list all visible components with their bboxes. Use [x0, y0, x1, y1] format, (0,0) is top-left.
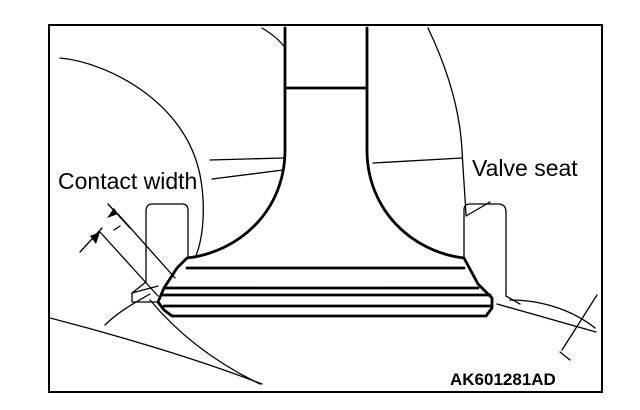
- figure-frame: [48, 24, 603, 393]
- leader-lines: [211, 169, 598, 361]
- contact-width-dimension: [79, 203, 176, 297]
- valve-seat-label: Valve seat: [472, 155, 578, 181]
- valve: [156, 26, 494, 318]
- valve-seat-insert: [131, 203, 521, 305]
- cylinder-head-contours: [50, 27, 597, 385]
- dimension-arrowheads: [90, 208, 118, 244]
- figure-code-label: AK601281AD: [450, 370, 556, 389]
- contact-width-label: Contact width: [58, 168, 198, 194]
